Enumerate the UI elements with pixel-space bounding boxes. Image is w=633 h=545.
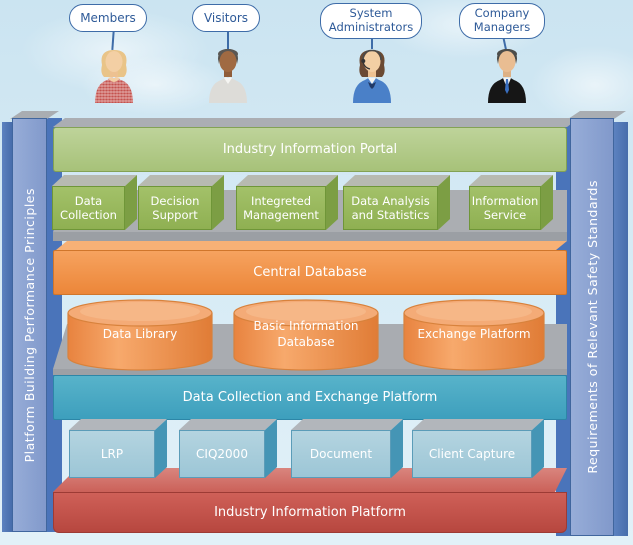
box-top-face: [291, 419, 403, 430]
box-side-face: [212, 175, 224, 230]
box-side-face: [541, 175, 553, 230]
system-label: Client Capture: [412, 430, 532, 478]
connector-system-administrators: [371, 38, 373, 49]
box-top-face: [52, 175, 137, 186]
database-label: Data Library: [102, 327, 178, 342]
box-top-face: [179, 419, 277, 430]
portal-bar-label: Industry Information Portal: [222, 142, 398, 157]
module-box-data-analysis: Data Analysis and Statistics: [343, 186, 438, 230]
module-box-data-collection: Data Collection: [52, 186, 125, 230]
bubble-company-managers-label: Company Managers: [473, 6, 531, 34]
box-side-face: [532, 419, 544, 478]
bubble-company-managers: Company Managers: [459, 3, 545, 39]
system-box-lrp: LRP: [69, 430, 155, 478]
bubble-visitors: Visitors: [192, 4, 260, 32]
system-label: Document: [291, 430, 391, 478]
database-cylinder-data-library: [67, 299, 213, 371]
left-pillar-label: Platform Building Performance Principles: [22, 187, 37, 463]
woman-headset-avatar-icon: [353, 49, 391, 103]
base-platform-label: Industry Information Platform: [214, 505, 406, 520]
system-box-document: Document: [291, 430, 391, 478]
module-box-integreted-management: Integreted Management: [236, 186, 326, 230]
connector-visitors: [227, 31, 229, 50]
left-pillar-side-face: [2, 122, 12, 532]
system-box-ciq2000: CIQ2000: [179, 430, 265, 478]
box-top-face: [236, 175, 338, 186]
database-label: Basic Information Database: [253, 319, 359, 349]
bubble-members: Members: [69, 4, 147, 32]
database-label: Exchange Platform: [417, 327, 531, 342]
box-top-face: [343, 175, 450, 186]
module-box-decision-support: Decision Support: [138, 186, 212, 230]
central-database-bar: Central Database: [53, 250, 567, 295]
portal-bar: Industry Information Portal: [53, 127, 567, 172]
right-pillar-label: Requirements of Relevant Safety Standard…: [584, 180, 600, 474]
system-label: LRP: [69, 430, 155, 478]
bubble-members-label: Members: [80, 10, 136, 25]
module-label: Data Collection: [52, 186, 125, 230]
box-side-face: [326, 175, 338, 230]
box-top-face: [138, 175, 224, 186]
system-box-client-capture: Client Capture: [412, 430, 532, 478]
module-box-information-service: Information Service: [469, 186, 541, 230]
box-side-face: [155, 419, 167, 478]
central-database-top-face: [56, 241, 567, 250]
left-pillar-top-face: [10, 111, 59, 119]
bubble-system-administrators: System Administrators: [320, 3, 422, 39]
module-slab-front-face: [53, 232, 567, 241]
module-label: Decision Support: [138, 186, 212, 230]
right-pillar-side-face: [614, 122, 628, 536]
database-cylinder-basic-information: [233, 299, 379, 371]
box-side-face: [391, 419, 403, 478]
bubble-visitors-label: Visitors: [203, 10, 249, 25]
database-slab-front-face: [53, 369, 567, 375]
module-label: Information Service: [469, 186, 541, 230]
module-label: Integreted Management: [236, 186, 326, 230]
box-top-face: [469, 175, 553, 186]
module-label: Data Analysis and Statistics: [343, 186, 438, 230]
exchange-platform-bar: Data Collection and Exchange Platform: [53, 375, 567, 420]
portal-bar-top-face: [53, 118, 579, 127]
box-top-face: [412, 419, 544, 430]
exchange-platform-label: Data Collection and Exchange Platform: [182, 390, 438, 405]
box-side-face: [125, 175, 137, 230]
box-side-face: [438, 175, 450, 230]
system-label: CIQ2000: [179, 430, 265, 478]
man-black-suit-avatar-icon: [488, 49, 526, 103]
central-database-label: Central Database: [253, 265, 367, 280]
database-cylinder-exchange-platform: [403, 299, 545, 371]
bubble-system-administrators-label: System Administrators: [328, 6, 414, 34]
man-gray-shirt-avatar-icon: [209, 49, 247, 103]
right-pillar-top-face: [568, 111, 626, 119]
box-top-face: [69, 419, 167, 430]
woman-red-checkered-avatar-icon: [95, 50, 133, 103]
box-side-face: [265, 419, 277, 478]
left-pillar: Platform Building Performance Principles: [12, 118, 47, 532]
right-pillar: Requirements of Relevant Safety Standard…: [570, 118, 614, 536]
base-platform-bar: Industry Information Platform: [53, 492, 567, 533]
